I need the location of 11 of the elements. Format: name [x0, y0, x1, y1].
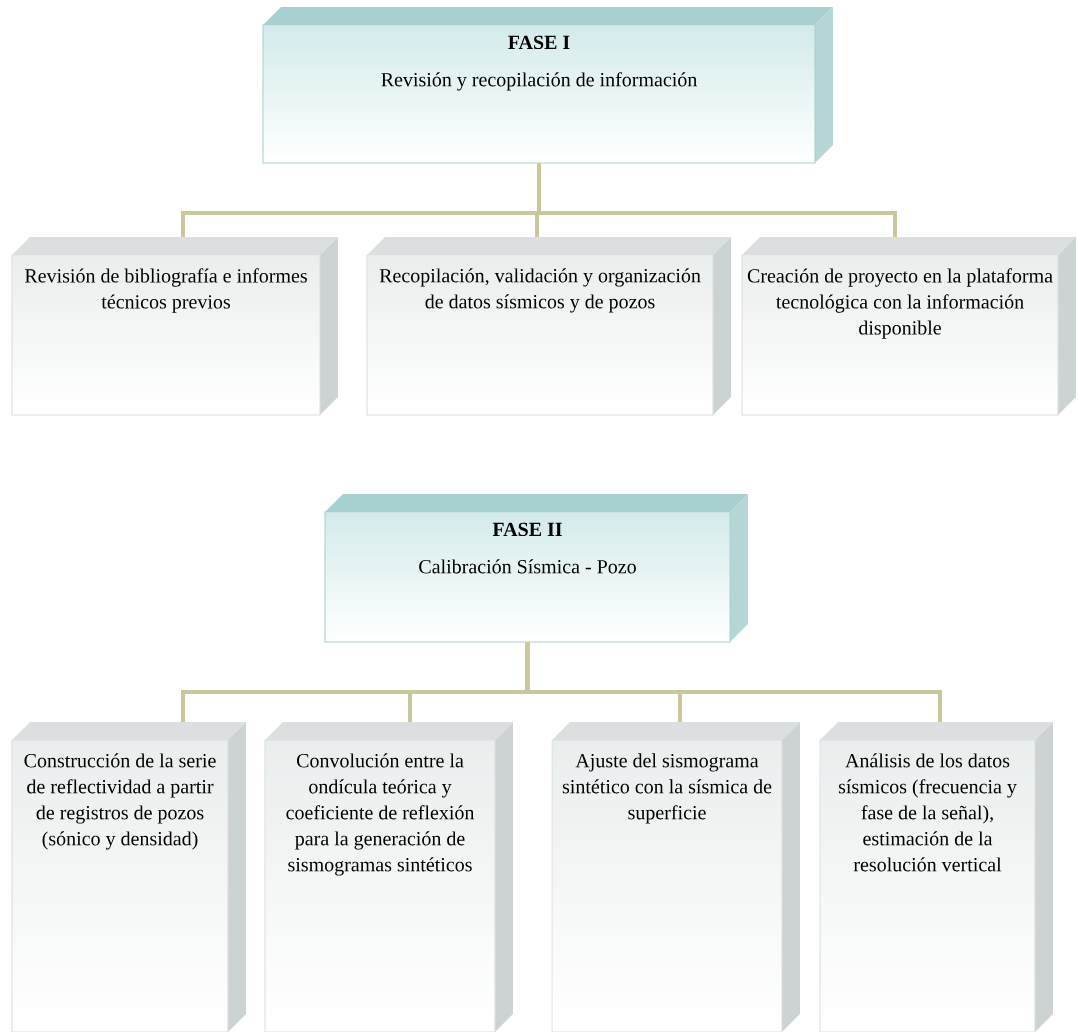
- task-box: Creación de proyecto en la plataforma tecnológica con la información disponible: [741, 237, 1076, 416]
- task-box: Construcción de la serie de reflectividad a partir de registros de pozos (sónico y densidad): [11, 722, 246, 1032]
- connector-line: [537, 163, 897, 237]
- task-box: Recopilación, validación y organización de datos sísmicos y de pozos: [366, 237, 731, 416]
- task-box: Análisis de los datos sísmicos (frecuencia y fase de la señal), estimación de la resolución vertical: [819, 722, 1053, 1032]
- task-box: Revisión de bibliografía e informes técnicos previos: [11, 237, 338, 416]
- task-box: Convolución entre la ondícula teórica y coeficiente de reflexión para la generación de sismogramas sintéticos: [264, 722, 513, 1032]
- connector-line: [525, 642, 942, 722]
- task-box: Ajuste del sismograma sintético con la sísmica de superficie: [551, 722, 800, 1032]
- phase-box: FASE I Revisión y recopilación de información: [262, 7, 833, 164]
- phase-box: FASE II Calibración Sísmica - Pozo: [324, 494, 748, 643]
